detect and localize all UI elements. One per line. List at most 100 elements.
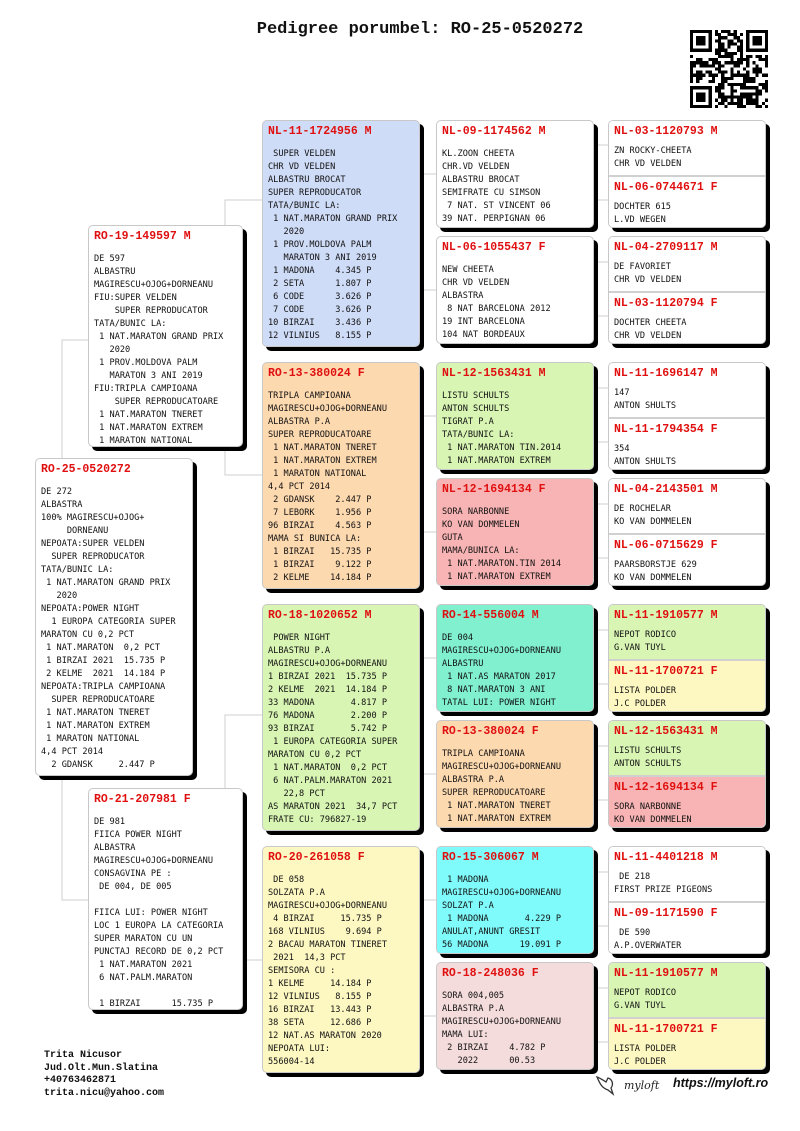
note-line: 8 NAT BARCELONA 2012 [442,304,551,314]
note-line: DE 590 [614,928,651,938]
note-line: DE 272 [41,487,73,497]
note-line: ANTON SCHULTS [442,404,510,414]
note-line: 8 NAT.MARATON 3 ANI [442,685,546,695]
ring-number: NL-03-1120793 M [614,125,718,138]
note-line: KO VAN DOMMELEN [614,517,692,527]
note-line: PUNCTAJ RECORD DE 0,2 PCT [94,947,224,957]
note-line: DE 004 [442,633,474,643]
note-line: 1 MARATON NATIONAL [268,469,367,479]
note-line: AS MARATON 2021 34,7 PCT [268,802,398,812]
note-line: 1 NAT.MARATON GRAND PRIX [268,214,398,224]
note-line: DE 218 [614,872,651,882]
note-line: 1 NAT.MARATON EXTREM [41,721,150,731]
note-line: 1 NAT.MARATON TNERET [94,410,203,420]
note-line: MAGIRESCU+OJOG+DORNEANU [94,856,213,866]
ring-number: RO-21-207981 F [94,793,191,806]
ring-number: NL-11-1794354 F [614,423,718,436]
ring-number: RO-14-556004 M [442,609,539,622]
note-line: J.C POLDER [614,699,666,709]
note-line: 2022 00.53 [442,1056,536,1066]
note-line: GUTA [442,533,463,543]
note-line: 39 NAT. PERPIGNAN 06 [442,214,546,224]
note-line: FIU:TRIPLA CAMPIOANA [94,384,198,394]
note-line: 1 NAT.MARATON GRAND PRIX [94,332,224,342]
note-line: 1 BIRZAI 2021 15.735 P [41,656,166,666]
note-line: 12 NAT.AS MARATON 2020 [268,1031,382,1041]
ring-number: NL-11-1700721 F [614,665,718,678]
note-line: 1 MADONA 4.345 P [268,266,372,276]
ring-number: NL-06-0744671 F [614,181,718,194]
note-line: 1 NAT.MARATON GRAND PRIX [41,578,171,588]
note-line: 2 KELME 14.184 P [268,573,372,583]
note-line: MAMA SI BUNICA LA: [268,534,362,544]
note-line: NEPOT RODICO [614,630,677,640]
ring-number: NL-11-1700721 F [614,1023,718,1036]
note-line: 2 KELME 2021 14.184 P [268,685,387,695]
note-line: SUPER REPRODUCATOR [94,306,208,316]
note-line: FRATE CU: 796827-19 [268,815,367,825]
ring-number: NL-12-1563431 M [442,367,546,380]
note-line: MAGIRESCU+OJOG+DORNEANU [442,888,561,898]
ring-number: RO-19-149597 M [94,230,191,243]
website-link[interactable]: https://myloft.ro [673,1076,769,1090]
note-line: SEMIFRATE CU SIMSON [442,188,541,198]
note-line: 1 NAT.MARATON 0,2 PCT [268,763,387,773]
note-line: 1 MADONA 4.229 P [442,914,561,924]
note-line: CHR.VD VELDEN [442,162,510,172]
note-line: SUPER REPRODUCATOR [41,552,145,562]
note-line: CHR VD VELDEN [268,162,336,172]
note-line: 2 GDANSK 2.447 P [41,760,155,770]
note-line: SUPER MARATON CU UN [94,934,193,944]
note-line: 96 BIRZAI 4.563 P [268,521,372,531]
note-line: MAGIRESCU+OJOG+DORNEANU [268,901,387,911]
note-line: 1 NAT.MARATON EXTREM [268,456,377,466]
note-line: CHR VD VELDEN [614,331,682,341]
note-line: MARATON CU 0,2 PCT [41,630,135,640]
note-line: SORA NARBONNE [442,507,510,517]
note-line: 1 NAT.MARATON EXTREM [442,814,551,824]
note-line: 1 PROV.MOLDOVA PALM [94,358,198,368]
breeder-email[interactable]: trita.nicu@yahoo.com [44,1087,165,1099]
note-line: SUPER REPRODUCATOARE [268,430,372,440]
note-line: KO VAN DOMMELEN [614,815,692,825]
